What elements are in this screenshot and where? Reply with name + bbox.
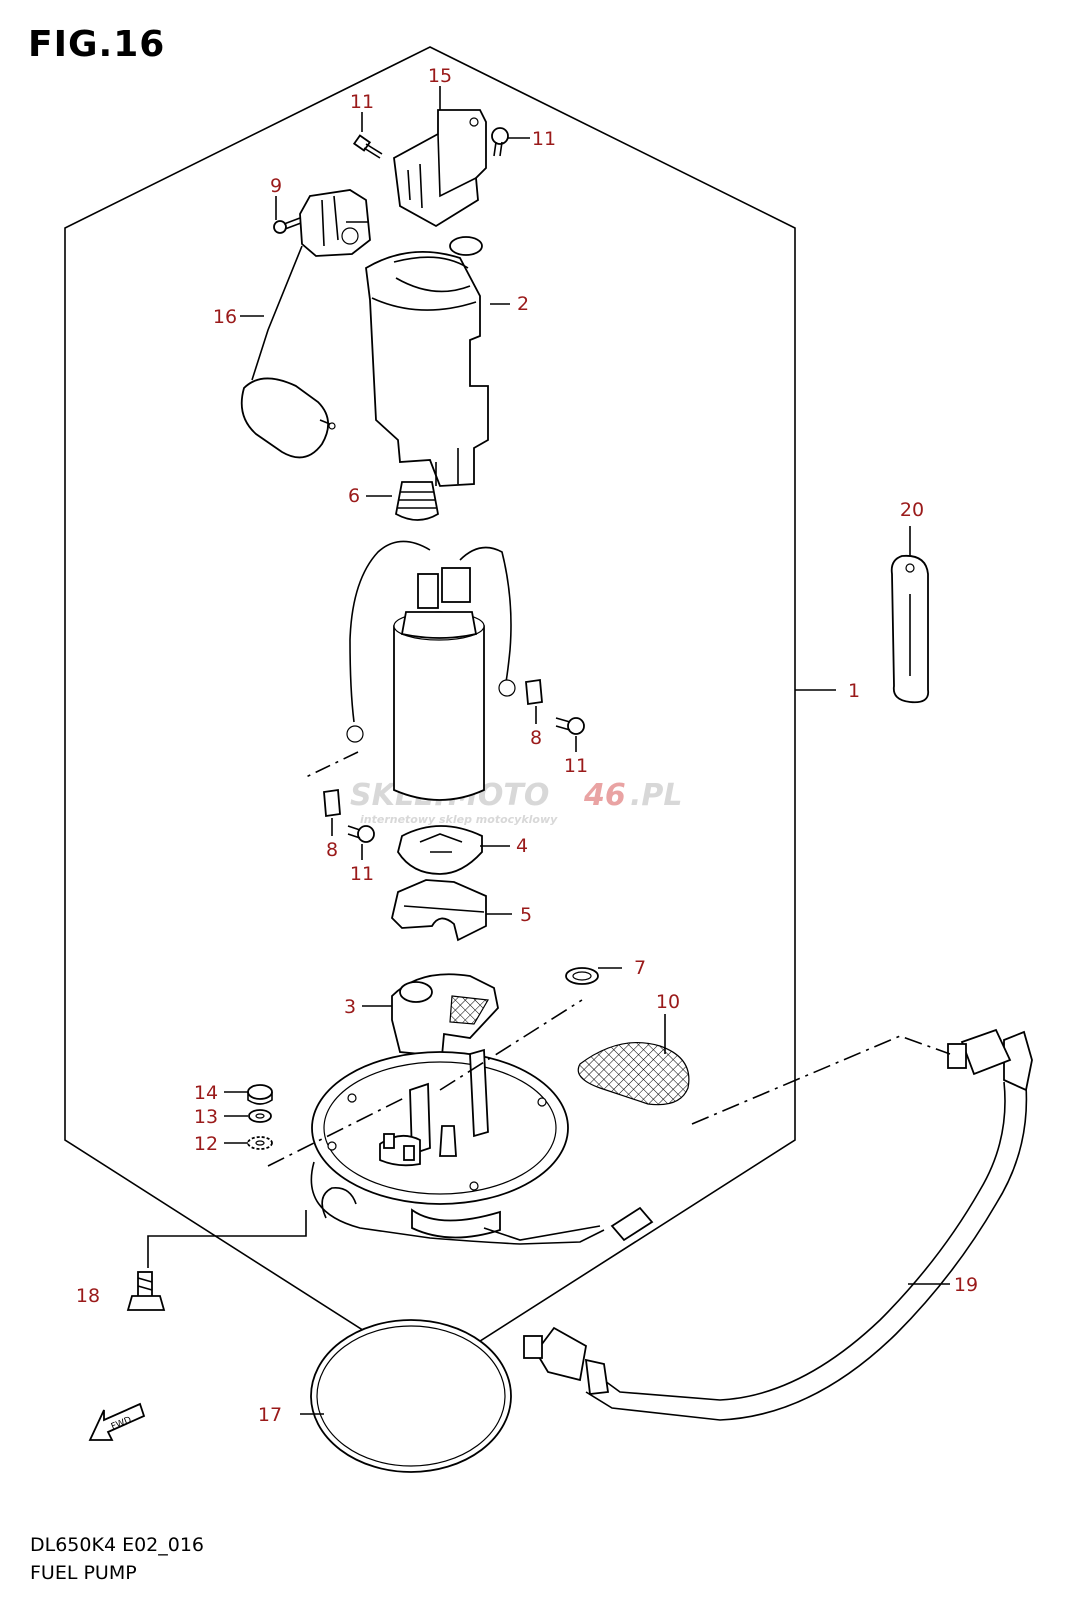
callout-13: 13	[194, 1106, 218, 1128]
part-screw-top-right	[491, 127, 509, 157]
callout-8-right: 8	[530, 727, 542, 749]
diagram-name: FUEL PUMP	[30, 1562, 137, 1584]
callout-8-left: 8	[326, 839, 338, 861]
part-fuel-level-sender	[240, 189, 371, 459]
watermark-tagline: internetowy sklep motocyklowy	[360, 813, 558, 826]
part-clip-left	[323, 788, 341, 818]
diagram-code: DL650K4 E02_016	[30, 1534, 205, 1556]
part-screw-sender	[273, 217, 302, 234]
callout-11-mid-left: 11	[350, 863, 374, 885]
callout-20: 20	[900, 499, 924, 521]
watermark-brand-num: 46	[583, 778, 626, 813]
part-washer-plain	[248, 1109, 272, 1123]
part-clip-right	[525, 678, 543, 706]
part-screw-right	[555, 717, 585, 735]
part-filter-housing	[365, 236, 489, 487]
callout-9: 9	[270, 175, 282, 197]
callout-15: 15	[428, 65, 452, 87]
callout-3: 3	[344, 996, 356, 1018]
part-screw-top-left	[352, 134, 383, 159]
part-rubber-cap	[394, 481, 440, 521]
part-bolt	[126, 1271, 166, 1311]
part-bracket	[393, 109, 487, 228]
callout-1: 1	[848, 680, 860, 702]
fwd-arrow-icon: FWD	[88, 1402, 146, 1441]
part-pad	[577, 1041, 690, 1106]
part-o-ring-small	[565, 967, 599, 985]
callout-12: 12	[194, 1133, 218, 1155]
callout-19: 19	[954, 1274, 978, 1296]
part-cushion	[397, 825, 483, 875]
leader-dashed-clip	[303, 751, 359, 779]
part-o-ring-large	[310, 1319, 512, 1473]
callout-numbers: 15 11 11 9 16 2 6 20 1 8 11 8 11 4 5 7 3…	[76, 65, 978, 1426]
callout-10: 10	[656, 991, 680, 1013]
part-fuel-pump-motor	[346, 540, 516, 801]
part-holder	[391, 879, 487, 942]
part-screw-left	[347, 825, 375, 843]
part-fuel-hose	[523, 1028, 1033, 1421]
part-nut	[247, 1084, 273, 1105]
callout-5: 5	[520, 904, 532, 926]
callout-11-top-right: 11	[532, 128, 556, 150]
callout-2: 2	[517, 293, 529, 315]
watermark-brand-right: .PL	[630, 778, 683, 813]
part-lower-filter	[391, 973, 499, 1057]
callout-7: 7	[634, 957, 646, 979]
part-washer-lock	[247, 1136, 273, 1150]
callout-11-mid-right: 11	[564, 755, 588, 777]
part-strap	[890, 554, 930, 704]
callout-17: 17	[258, 1404, 282, 1426]
callout-11-top-left: 11	[350, 91, 374, 113]
leader-lines	[147, 86, 951, 1415]
callout-6: 6	[348, 485, 360, 507]
callout-16: 16	[213, 306, 237, 328]
part-base-plate	[310, 1048, 654, 1245]
callout-14: 14	[194, 1082, 218, 1104]
callout-4: 4	[516, 835, 528, 857]
callout-18: 18	[76, 1285, 100, 1307]
figure-title: FIG.16	[28, 24, 166, 65]
